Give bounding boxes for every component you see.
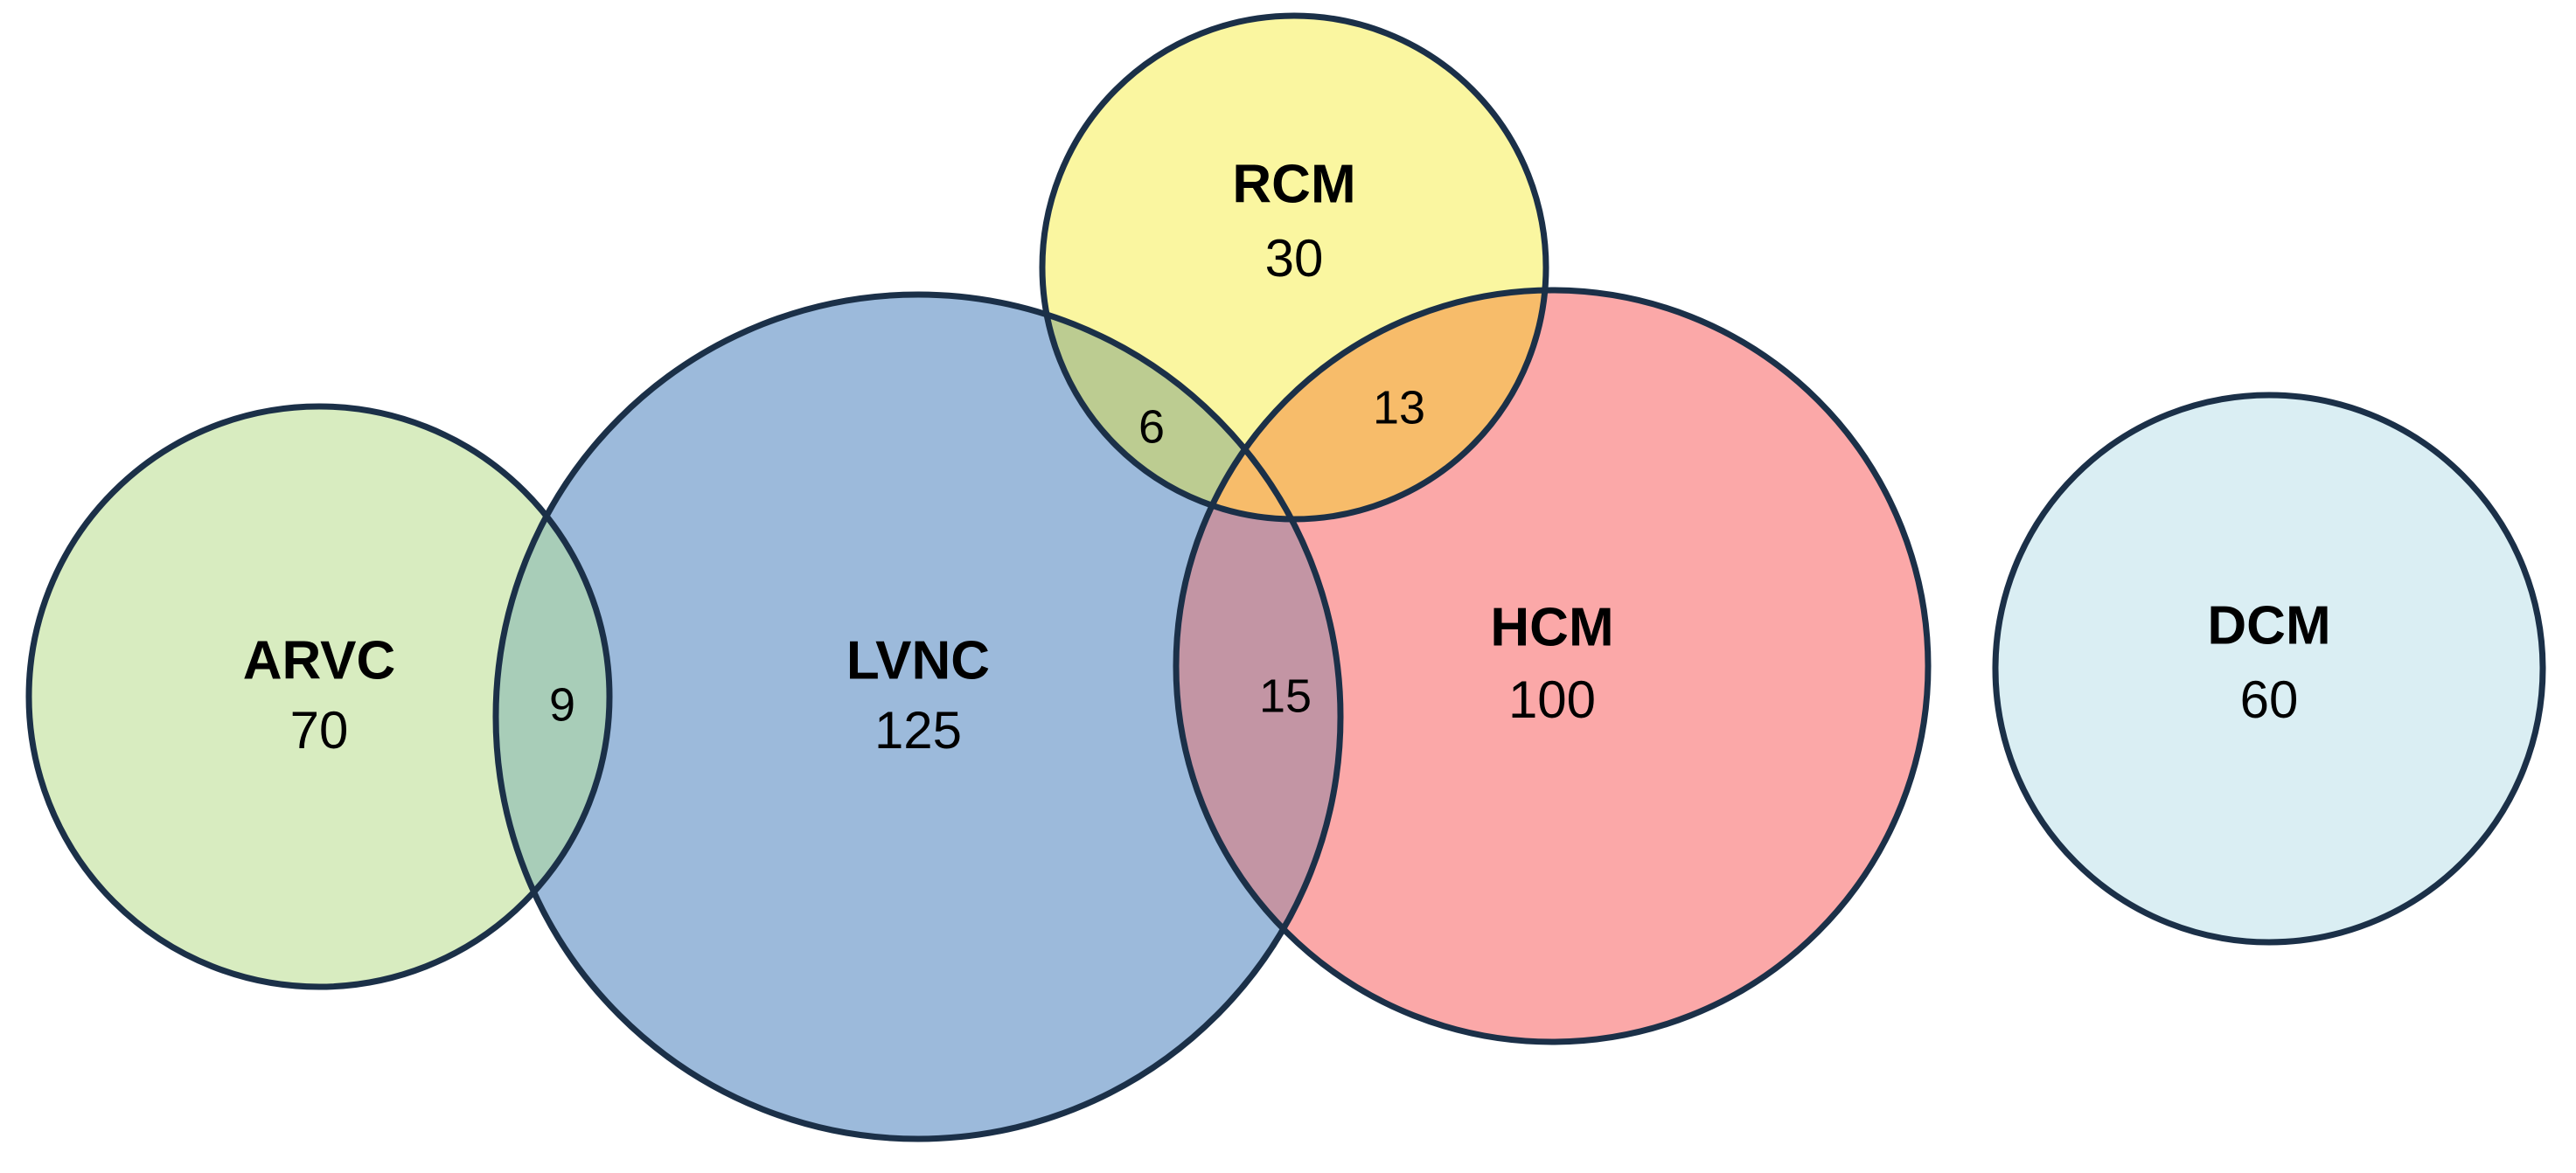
circle-fill-arvc	[29, 406, 609, 987]
intersection-count-rcm-hcm: 13	[1373, 381, 1425, 434]
circle-outline-hcm	[1173, 287, 1932, 1045]
set-label-rcm: RCM	[1232, 154, 1355, 214]
circle-outline-dcm	[1992, 392, 2546, 946]
intersection-fill-rcm-hcm	[1176, 290, 1546, 519]
set-count-lvnc: 125	[874, 701, 962, 760]
venn-outlines	[25, 12, 2546, 1142]
circle-fill-lvnc	[496, 295, 1340, 1139]
circle-outline-rcm	[1039, 12, 1549, 523]
venn-intersection-text: 9 6 13 15	[549, 381, 1425, 731]
intersection-count-rcm-lvnc: 6	[1138, 400, 1165, 453]
set-count-hcm: 100	[1508, 670, 1596, 729]
set-label-lvnc: LVNC	[846, 630, 990, 691]
set-label-dcm: DCM	[2207, 595, 2330, 656]
set-count-rcm: 30	[1265, 229, 1324, 288]
circle-outline-lvnc	[492, 291, 1344, 1142]
intersection-count-arvc-lvnc: 9	[549, 678, 575, 731]
venn-set-text: ARVC 70 LVNC 125 RCM 30 HCM 100 DCM 60	[243, 154, 2331, 759]
intersection-count-lvnc-hcm: 15	[1259, 670, 1312, 722]
set-label-arvc: ARVC	[243, 630, 396, 691]
circle-fill-dcm	[1995, 395, 2543, 942]
set-count-arvc: 70	[290, 701, 349, 760]
set-label-hcm: HCM	[1490, 597, 1613, 657]
set-count-dcm: 60	[2240, 670, 2299, 729]
circle-outline-arvc	[25, 403, 613, 990]
venn-base-fills	[29, 16, 2543, 1139]
